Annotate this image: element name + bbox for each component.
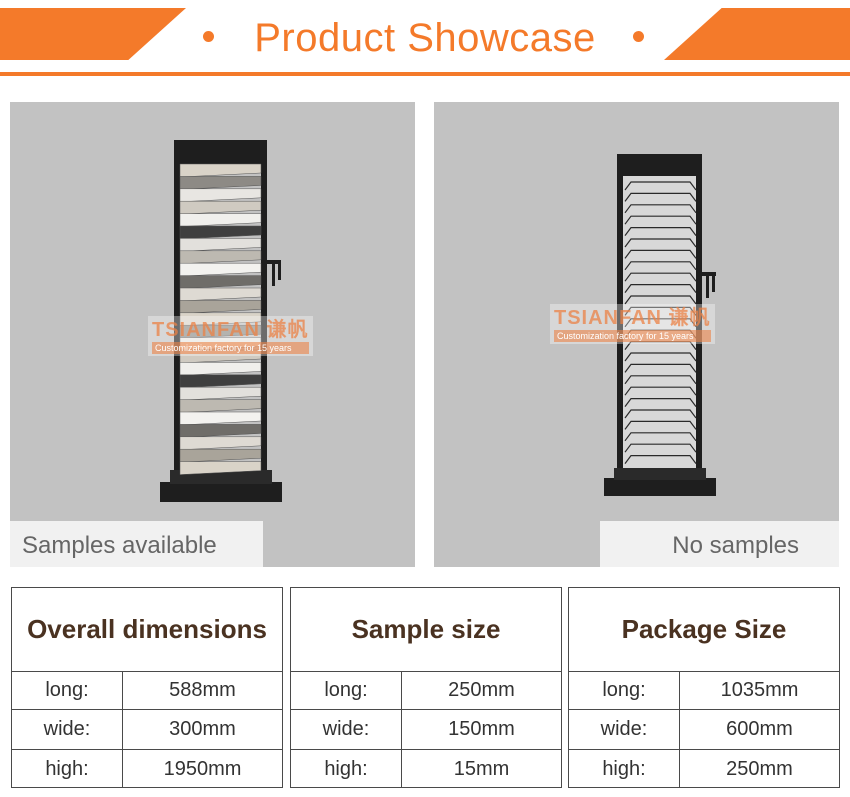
row-label: long: bbox=[291, 672, 402, 709]
header-decor-left bbox=[0, 8, 186, 60]
product-photo-with-samples: TSIANFAN 谦帆 Customization factory for 15… bbox=[10, 102, 415, 567]
row-label: wide: bbox=[291, 710, 402, 749]
sample-size-table: Sample size long: 250mm wide: 150mm high… bbox=[290, 587, 562, 788]
table-row: long: 1035mm bbox=[569, 672, 839, 710]
table-row: wide: 300mm bbox=[12, 710, 282, 750]
row-value: 250mm bbox=[448, 679, 515, 701]
row-value: 150mm bbox=[448, 718, 515, 740]
row-value: 250mm bbox=[726, 757, 793, 780]
header-underline bbox=[0, 72, 850, 76]
row-value: 600mm bbox=[726, 718, 793, 740]
header-decor-right bbox=[664, 8, 850, 60]
watermark-logo: TSIANFAN 谦帆 Customization factory for 15… bbox=[148, 316, 313, 356]
rack-no-samples-image bbox=[604, 154, 716, 496]
row-value: 588mm bbox=[169, 679, 236, 701]
table-title: Overall dimensions bbox=[12, 588, 282, 672]
table-title: Package Size bbox=[569, 588, 839, 672]
table-row: high: 1950mm bbox=[12, 750, 282, 788]
row-value: 15mm bbox=[453, 757, 510, 780]
bullet-dot-icon bbox=[203, 31, 214, 42]
watermark-logo: TSIANFAN 谦帆 Customization factory for 15… bbox=[550, 304, 715, 344]
row-label: high: bbox=[12, 750, 123, 788]
table-row: long: 588mm bbox=[12, 672, 282, 710]
page-title: Product Showcase bbox=[254, 16, 596, 60]
row-value: 1950mm bbox=[163, 757, 242, 780]
row-label: wide: bbox=[569, 710, 680, 749]
caption-no-samples: No samples bbox=[600, 521, 839, 567]
table-row: wide: 600mm bbox=[569, 710, 839, 750]
table-row: wide: 150mm bbox=[291, 710, 561, 750]
overall-dimensions-table: Overall dimensions long: 588mm wide: 300… bbox=[11, 587, 283, 788]
bullet-dot-icon bbox=[633, 31, 644, 42]
table-title: Sample size bbox=[291, 588, 561, 672]
package-size-table: Package Size long: 1035mm wide: 600mm hi… bbox=[568, 587, 840, 788]
row-label: long: bbox=[12, 672, 123, 709]
caption-samples-available: Samples available bbox=[10, 521, 263, 567]
row-label: high: bbox=[569, 750, 680, 788]
row-value: 1035mm bbox=[720, 679, 799, 701]
table-row: high: 250mm bbox=[569, 750, 839, 788]
table-row: long: 250mm bbox=[291, 672, 561, 710]
table-row: high: 15mm bbox=[291, 750, 561, 788]
section-header: Product Showcase bbox=[0, 0, 850, 80]
row-value: 300mm bbox=[169, 718, 236, 740]
row-label: wide: bbox=[12, 710, 123, 749]
row-label: high: bbox=[291, 750, 402, 788]
row-label: long: bbox=[569, 672, 680, 709]
product-photo-no-samples: TSIANFAN 谦帆 Customization factory for 15… bbox=[434, 102, 839, 567]
